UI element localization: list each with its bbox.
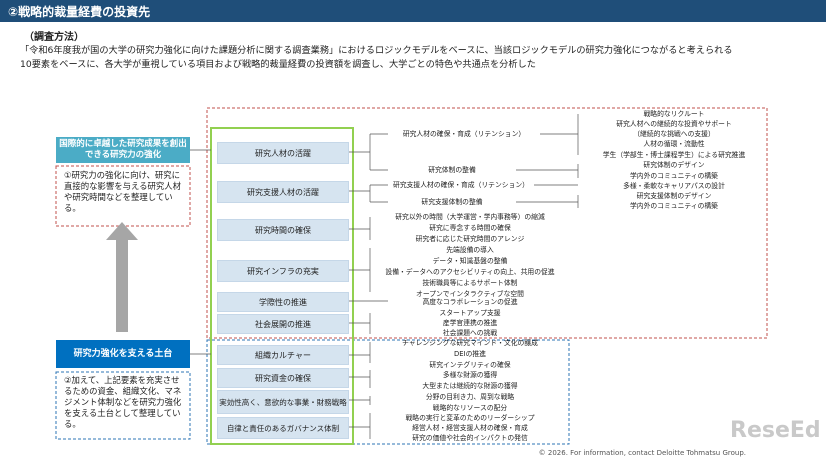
level2-item: 戦略の実行と変革のためのリーダーシップ bbox=[405, 414, 535, 422]
level2-item: DEIの推進 bbox=[454, 350, 486, 358]
level2-item: データ・知識基盤の整備 bbox=[432, 257, 508, 265]
level3-item: 学内外のコミュニティの構築 bbox=[630, 202, 718, 210]
level2-item: 研究支援人材の確保・育成（リテンション） bbox=[393, 181, 529, 189]
level2-item: 分野の目利き力、周到な戦略 bbox=[425, 393, 515, 401]
level2-item: 研究の価値や社会的インパクトの発信 bbox=[412, 434, 528, 442]
category-box: 自律と責任のあるガバナンス体制 bbox=[217, 417, 349, 439]
level2-item: 社会課題への挑戦 bbox=[442, 329, 498, 337]
level2-item: 経営人材・経営支援人材の確保・育成 bbox=[412, 424, 528, 432]
level3-item: 人材の循環・流動性 bbox=[643, 140, 705, 148]
category-box: 学際性の推進 bbox=[217, 292, 349, 312]
level2-item: 研究インテグリティの確保 bbox=[429, 361, 511, 369]
level3-item: （継続的な挑戦への支援） bbox=[633, 130, 715, 138]
category-box: 研究人材の活躍 bbox=[217, 142, 349, 164]
level2-item: 設備・データへのアクセシビリティの向上、共用の促進 bbox=[385, 268, 555, 276]
copyright: © 2026. For information, contact Deloitt… bbox=[538, 449, 746, 457]
level2-item: 研究体制の整備 bbox=[428, 166, 476, 174]
category-box: 実効性高く、意欲的な事業・財務戦略 bbox=[217, 390, 349, 414]
level2-item: 多様な財源の獲得 bbox=[442, 371, 498, 379]
category-box: 研究資金の確保 bbox=[217, 368, 349, 388]
category-box: 研究インフラの充実 bbox=[217, 260, 349, 282]
level2-item: 大型または継続的な財源の獲得 bbox=[422, 382, 518, 390]
level3-item: 研究人材への継続的な投資やサポート bbox=[616, 120, 732, 128]
level2-item: 高度なコラボレーションの促進 bbox=[422, 298, 518, 306]
method-line-1: 「令和6年度我が国の大学の研究力強化に向けた課題分析に関する調査業務」におけるロ… bbox=[20, 45, 733, 56]
level2-item: 研究に専念する時間の確保 bbox=[429, 224, 511, 232]
bottom-note: ②加えて、上記要素を充実させるための資金、組織文化、マネジメント体制などを研究力… bbox=[64, 375, 182, 429]
category-box: 社会展開の推進 bbox=[217, 314, 349, 334]
method-heading: （調査方法） bbox=[24, 32, 84, 43]
level2-item: 研究以外の時間（大学運営・学内事務等）の縮減 bbox=[395, 213, 545, 221]
category-box: 組織カルチャー bbox=[217, 345, 349, 365]
level2-item: 研究者に応じた研究時間のアレンジ bbox=[415, 235, 525, 243]
top-goal-box: 国際的に卓越した研究成果を創出できる研究力の強化 bbox=[56, 137, 190, 163]
level3-item: 研究体制のデザイン bbox=[643, 161, 705, 169]
category-box: 研究支援人材の活躍 bbox=[217, 181, 349, 203]
category-box: 研究時間の確保 bbox=[217, 219, 349, 241]
title-bar bbox=[0, 0, 826, 22]
level2-item: 研究人材の確保・育成（リテンション） bbox=[402, 130, 526, 138]
reseed-logo: ReseEd bbox=[730, 418, 821, 443]
level3-item: 研究支援体制のデザイン bbox=[636, 192, 712, 200]
level2-item: オープンでインタラクティブな空間 bbox=[416, 290, 524, 298]
top-note: ①研究力の強化に向け、研究に直接的な影響を与える研究人材や研究時間などを整理して… bbox=[64, 170, 181, 213]
level2-item: チャレンジングな研究マインド・文化の醸成 bbox=[402, 339, 538, 347]
level3-item: 多様・柔軟なキャリアパスの設計 bbox=[623, 182, 725, 190]
level2-item: スタートアップ支援 bbox=[439, 309, 501, 317]
level3-item: 戦略的なリクルート bbox=[643, 110, 705, 118]
level3-item: 学生（学部生・博士課程学生）による研究推進 bbox=[602, 151, 746, 159]
level2-item: 先端設備の導入 bbox=[446, 246, 494, 254]
level3-item: 学内外のコミュニティの構築 bbox=[630, 172, 718, 180]
page-title: ②戦略的裁量経費の投資先 bbox=[8, 5, 151, 19]
level2-item: 技術職員等によるサポート体制 bbox=[422, 279, 518, 287]
bottom-foundation-box: 研究力強化を支える土台 bbox=[56, 340, 190, 368]
level2-item: 産学官連携の推進 bbox=[442, 319, 498, 327]
level2-item: 戦略的なリソースの配分 bbox=[432, 404, 508, 412]
method-line-2: 10要素をベースに、各大学が重視している項目および戦略的裁量経費の投資額を調査し… bbox=[20, 59, 536, 70]
level2-item: 研究支援体制の整備 bbox=[421, 198, 483, 206]
